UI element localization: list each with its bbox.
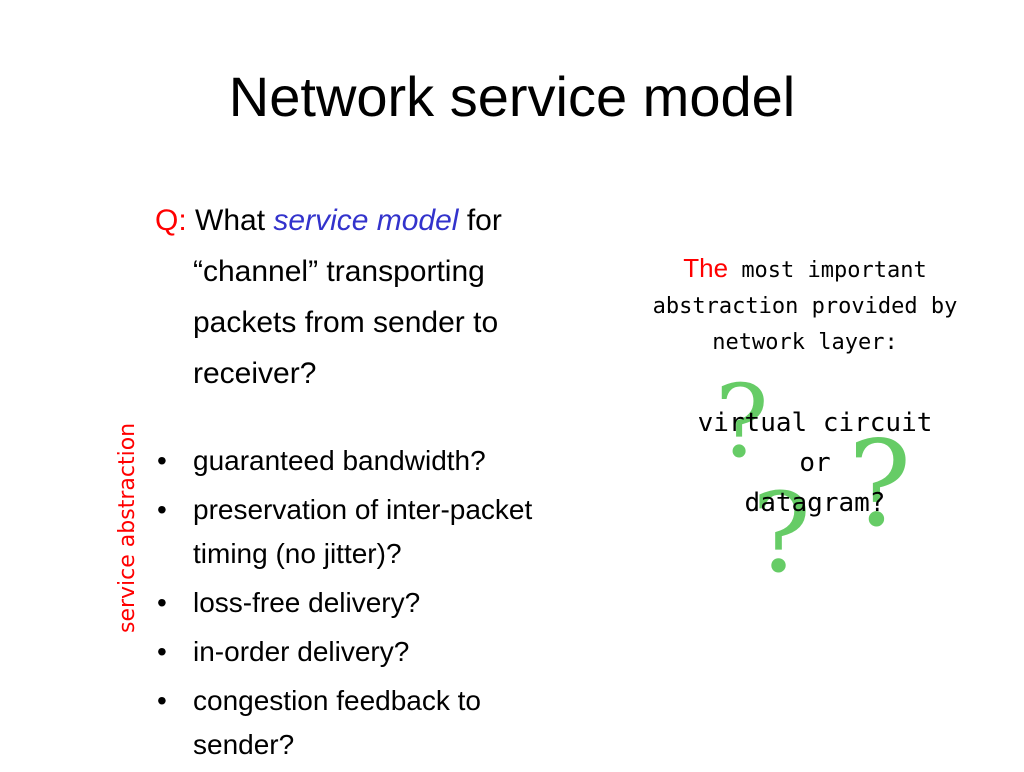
- callout-the: The: [683, 253, 729, 283]
- question-mark-icon: ?: [715, 363, 769, 480]
- question-emphasis: service model: [273, 204, 459, 237]
- requirements-list: • guaranteed bandwidth? • preservation of …: [155, 439, 575, 772]
- list-item-text: in-order delivery?: [193, 636, 410, 667]
- list-item-text: guaranteed bandwidth?: [193, 445, 486, 476]
- question-mark-icon: ?: [752, 469, 811, 597]
- bullet-icon: •: [157, 685, 167, 716]
- question-text: Q: What service model for “channel” tran…: [155, 195, 575, 399]
- question-mark-icon: ?: [848, 415, 912, 553]
- list-item: • guaranteed bandwidth?: [155, 439, 575, 483]
- bullet-icon: •: [157, 445, 167, 476]
- list-item: • preservation of inter-packet timing (no…: [155, 488, 575, 576]
- question-prefix: Q:: [155, 204, 187, 237]
- list-item-text: preservation of inter-packet timing (no …: [193, 494, 533, 569]
- bullet-icon: •: [157, 636, 167, 667]
- callout-body: most important abstraction provided by n…: [652, 258, 958, 355]
- service-abstraction-label: service abstraction: [115, 422, 140, 634]
- choice-line-3: datagram?: [744, 488, 886, 518]
- bullet-icon: •: [157, 587, 167, 618]
- question-lead: What: [195, 204, 266, 237]
- list-item: • in-order delivery?: [155, 630, 575, 674]
- list-item: • loss-free delivery?: [155, 581, 575, 625]
- circuit-or-datagram: virtual circuit or datagram?: [690, 403, 940, 523]
- choice-line-2: or: [799, 448, 831, 478]
- list-item-text: congestion feedback to sender?: [193, 685, 481, 760]
- question-rest: for “channel” transporting packets from …: [193, 204, 502, 390]
- callout-text: The most important abstraction provided …: [650, 250, 960, 361]
- list-item-text: loss-free delivery?: [193, 587, 421, 618]
- slide-title: Network service model: [228, 65, 796, 128]
- list-item: • congestion feedback to sender?: [155, 679, 575, 767]
- choice-line-1: virtual circuit: [697, 408, 933, 438]
- question-block: Q: What service model for “channel” tran…: [155, 195, 575, 399]
- bullet-icon: •: [157, 494, 167, 525]
